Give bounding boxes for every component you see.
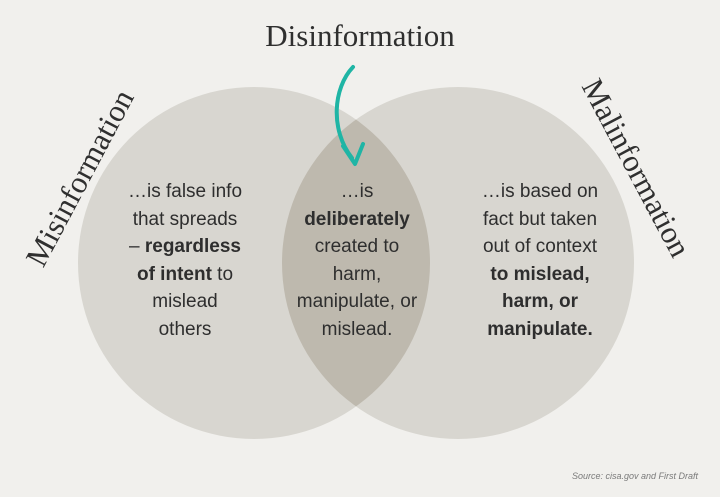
overlap-region: [282, 87, 430, 439]
disinformation-title: Disinformation: [265, 18, 455, 53]
misinfo-regardless: regardless: [144, 236, 241, 257]
source-credit: Source: cisa.gov and First Draft: [571, 471, 698, 481]
malinfo-line-6: manipulate.: [487, 318, 593, 340]
misinfo-line-5: mislead: [152, 291, 218, 312]
disinfo-line-3: created to: [314, 236, 400, 257]
misinfo-of-intent: of intent: [136, 263, 212, 285]
malinfo-line-5: harm, or: [501, 291, 579, 312]
malinfo-line-3: out of context: [482, 236, 598, 257]
misinfo-to: to: [211, 263, 234, 285]
misinfo-dash: –: [129, 236, 145, 257]
misinfo-line-2: that spreads: [132, 208, 238, 230]
disinfo-line-4: harm,: [332, 263, 382, 285]
malinformation-definition: …is based on fact but taken out of conte…: [448, 178, 632, 343]
disinformation-definition: …is deliberately created to harm, manipu…: [282, 178, 432, 343]
disinfo-line-5: manipulate, or: [296, 291, 418, 312]
misinfo-line-6: others: [158, 318, 212, 340]
malinfo-line-4: to mislead,: [490, 263, 590, 285]
malinfo-line-1: …is based on: [481, 181, 599, 202]
misinfo-line-1: …is false info: [127, 181, 243, 202]
misinfo-line-4: of intent to: [100, 261, 270, 289]
disinfo-line-2: deliberately: [304, 208, 410, 230]
arrow-head: [341, 142, 365, 166]
malinfo-line-2: fact but taken: [482, 208, 598, 230]
misinfo-line-3: – regardless: [100, 233, 270, 261]
disinfo-line-1: …is: [340, 181, 374, 202]
disinfo-line-6: mislead.: [321, 318, 393, 340]
misinformation-definition: …is false info that spreads – regardless…: [100, 178, 270, 343]
